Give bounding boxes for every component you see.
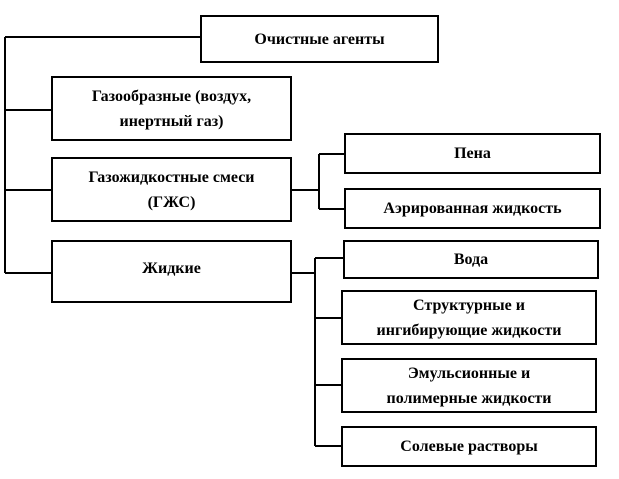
category-liquid-node: Жидкие [51,240,292,303]
child-structural-line-1: Структурные и [413,296,525,314]
child-structural-node: Структурные и ингибирующие жидкости [341,290,597,345]
child-emulsion-node: Эмульсионные и полимерные жидкости [341,358,597,413]
child-aerated-liquid-label: Аэрированная жидкость [383,200,562,217]
child-foam-label: Пена [454,145,491,162]
child-structural-line-2: ингибирующие жидкости [376,321,562,339]
root-node: Очистные агенты [200,15,439,63]
root-label: Очистные агенты [254,30,385,48]
child-water-node: Вода [343,240,599,279]
child-salt-solutions-label: Солевые растворы [400,438,538,455]
child-aerated-liquid-node: Аэрированная жидкость [344,188,601,229]
category-gas-line-2: инертный газ) [119,112,224,130]
child-emulsion-line-2: полимерные жидкости [386,389,552,407]
category-gas-liquid-line-1: Газожидкостные смеси [88,168,255,186]
category-gas-line-1: Газообразные (воздух, [91,87,252,105]
child-salt-solutions-node: Солевые растворы [341,426,597,467]
category-gas-node: Газообразные (воздух, инертный газ) [51,76,292,141]
child-foam-node: Пена [344,133,601,174]
category-gas-liquid-node: Газожидкостные смеси (ГЖС) [51,157,292,222]
category-gas-liquid-line-2: (ГЖС) [147,193,196,211]
child-water-label: Вода [453,251,489,268]
child-emulsion-line-1: Эмульсионные и [407,364,531,382]
category-liquid-label: Жидкие [142,260,201,277]
